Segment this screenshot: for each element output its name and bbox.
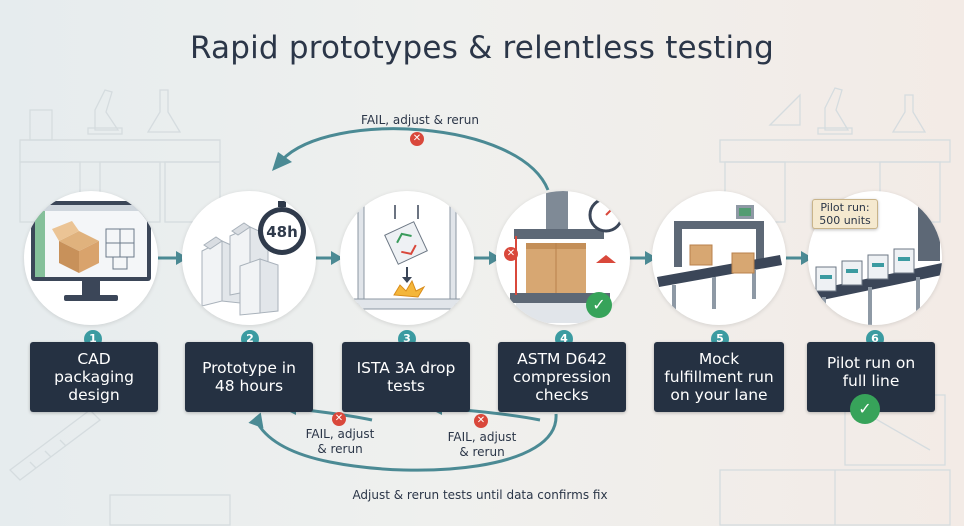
pilot-run-tag: Pilot run: 500 units xyxy=(812,199,878,229)
step-5-illustration xyxy=(652,191,786,325)
step-4-pass-check-icon: ✓ xyxy=(586,292,612,318)
top-loop-note: FAIL, adjust & rerun xyxy=(361,113,479,127)
page-title: Rapid prototypes & relentless testing xyxy=(189,30,775,66)
left-loop-fail-x-icon: ✕ xyxy=(332,412,346,426)
right-loop-fail-x-icon: ✕ xyxy=(474,414,488,428)
step-2-illustration: 48h xyxy=(182,191,316,325)
step-2-label: Prototype in 48 hours xyxy=(185,342,313,412)
step-6-pass-check-icon: ✓ xyxy=(850,394,880,424)
step-4-label: ASTM D642 compression checks xyxy=(498,342,626,412)
step-1-illustration xyxy=(24,191,158,325)
step-1-label: CAD packaging design xyxy=(30,342,158,412)
right-loop-note: FAIL, adjust & rerun xyxy=(447,430,517,459)
left-loop-note: FAIL, adjust & rerun xyxy=(305,427,375,456)
timer-48h-badge: 48h xyxy=(266,223,298,241)
bottom-loop-note: Adjust & rerun tests until data confirms… xyxy=(352,488,608,502)
step-3-label: ISTA 3A drop tests xyxy=(342,342,470,412)
step-3-illustration xyxy=(340,191,474,325)
top-loop-fail-x-icon: ✕ xyxy=(410,132,424,146)
step-5-label: Mock fulfillment run on your lane xyxy=(654,342,784,412)
step-4-fail-x-icon: ✕ xyxy=(504,247,518,261)
